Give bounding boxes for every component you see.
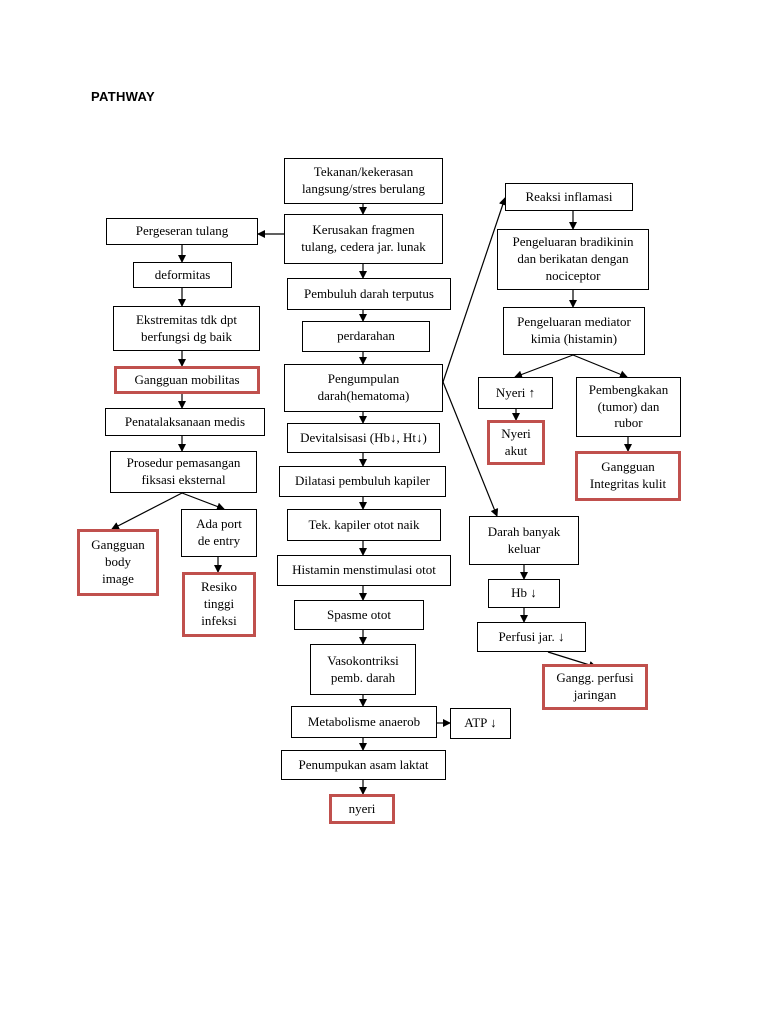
diagnosis-integritas-kulit: Gangguan Integritas kulit <box>575 451 681 501</box>
node-penumpukan: Penumpukan asam laktat <box>281 750 446 780</box>
node-port-de-entry: Ada port de entry <box>181 509 257 557</box>
arrow <box>514 354 574 379</box>
arrow <box>572 354 628 379</box>
diagnosis-nyeri-akut: Nyeri akut <box>487 420 545 465</box>
node-tekanan: Tekanan/kekerasan langsung/stres berulan… <box>284 158 443 204</box>
page-title: PATHWAY <box>91 89 155 104</box>
diagnosis-gangguan-body-image: Gangguan body image <box>77 529 159 596</box>
node-devitalisasi: Devitalsisasi (Hb↓, Ht↓) <box>287 423 440 453</box>
node-kerusakan: Kerusakan fragmen tulang, cedera jar. lu… <box>284 214 443 264</box>
node-metabolisme: Metabolisme anaerob <box>291 706 437 738</box>
node-hb: Hb ↓ <box>488 579 560 608</box>
arrow <box>442 381 499 517</box>
node-prosedur: Prosedur pemasangan fiksasi eksternal <box>110 451 257 493</box>
node-vasokontriksi: Vasokontriksi pemb. darah <box>310 644 416 695</box>
node-atp: ATP ↓ <box>450 708 511 739</box>
node-perdarahan: perdarahan <box>302 321 430 352</box>
node-bradikinin: Pengeluaran bradikinin dan berikatan den… <box>497 229 649 290</box>
diagnosis-gangg-perfusi: Gangg. perfusi jaringan <box>542 664 648 710</box>
diagnosis-nyeri: nyeri <box>329 794 395 824</box>
arrow <box>181 492 225 511</box>
node-penatalaksanaan: Penatalaksanaan medis <box>105 408 265 436</box>
arrow <box>442 197 507 383</box>
node-ekstremitas: Ekstremitas tdk dpt berfungsi dg baik <box>113 306 260 351</box>
diagnosis-gangguan-mobilitas: Gangguan mobilitas <box>114 366 260 394</box>
node-spasme: Spasme otot <box>294 600 424 630</box>
diagnosis-resiko-infeksi: Resiko tinggi infeksi <box>182 572 256 637</box>
arrow <box>111 492 183 530</box>
node-mediator: Pengeluaran mediator kimia (histamin) <box>503 307 645 355</box>
node-tek-kapiler: Tek. kapiler otot naik <box>287 509 441 541</box>
node-dilatasi: Dilatasi pembuluh kapiler <box>279 466 446 497</box>
node-histamin: Histamin menstimulasi otot <box>277 555 451 586</box>
node-pengumpulan: Pengumpulan darah(hematoma) <box>284 364 443 412</box>
node-pembengkakan: Pembengkakan (tumor) dan rubor <box>576 377 681 437</box>
node-perfusi: Perfusi jar. ↓ <box>477 622 586 652</box>
node-deformitas: deformitas <box>133 262 232 288</box>
node-reaksi-inflamasi: Reaksi inflamasi <box>505 183 633 211</box>
node-darah-keluar: Darah banyak keluar <box>469 516 579 565</box>
node-pergeseran: Pergeseran tulang <box>106 218 258 245</box>
node-pembuluh-putus: Pembuluh darah terputus <box>287 278 451 310</box>
node-nyeri-naik: Nyeri ↑ <box>478 377 553 409</box>
